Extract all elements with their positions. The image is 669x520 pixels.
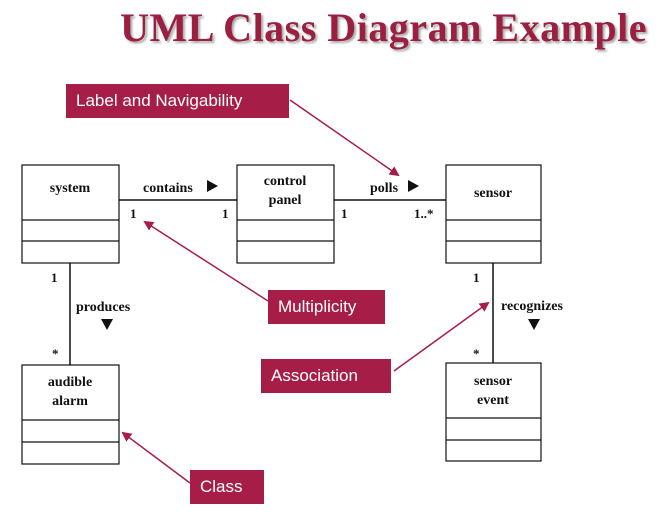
class-sensor[interactable]: sensor xyxy=(445,164,542,264)
class-name: system xyxy=(50,181,91,196)
class-sensor-event[interactable]: sensor event xyxy=(445,362,542,462)
association-recognizes[interactable]: recognizes 1 * xyxy=(473,263,563,363)
direction-arrow-icon xyxy=(408,180,419,192)
multiplicity-label: * xyxy=(52,346,59,361)
callout-multiplicity: Multiplicity xyxy=(268,290,385,324)
callout-class: Class xyxy=(190,470,264,504)
page-title: UML Class Diagram Example xyxy=(120,5,647,50)
direction-arrow-icon xyxy=(101,319,113,330)
class-audible-alarm[interactable]: audible alarm xyxy=(21,364,120,465)
association-label: contains xyxy=(143,181,193,196)
multiplicity-label: * xyxy=(473,346,480,361)
direction-arrow-icon xyxy=(207,180,218,192)
class-name-line-1: audible xyxy=(48,375,92,390)
class-name-line-2: panel xyxy=(269,193,302,208)
class-name-line-2: alarm xyxy=(52,394,88,409)
callout-association: Association xyxy=(261,359,391,393)
association-label: produces xyxy=(76,300,131,315)
association-polls[interactable]: polls 1 1..* xyxy=(334,180,446,221)
class-name-line-1: control xyxy=(264,174,307,189)
callout-arrow-association xyxy=(393,301,490,372)
callout-arrow-class xyxy=(121,431,191,484)
association-label: recognizes xyxy=(501,299,563,314)
direction-arrow-icon xyxy=(528,319,540,330)
multiplicity-label: 1 xyxy=(130,206,137,221)
association-contains[interactable]: contains 1 1 xyxy=(119,180,237,221)
callout-arrow-label-navigability xyxy=(289,99,400,177)
multiplicity-label: 1 xyxy=(51,270,58,285)
association-label: polls xyxy=(370,181,399,196)
class-name-line-2: event xyxy=(477,393,509,408)
class-system[interactable]: system xyxy=(21,164,120,264)
multiplicity-label: 1 xyxy=(222,206,229,221)
multiplicity-label: 1..* xyxy=(414,206,434,221)
class-name: sensor xyxy=(474,186,512,201)
class-name-line-1: sensor xyxy=(474,374,512,389)
multiplicity-label: 1 xyxy=(341,206,348,221)
class-control-panel[interactable]: control panel xyxy=(236,164,335,264)
callout-arrow-multiplicity xyxy=(143,220,269,302)
association-produces[interactable]: produces 1 * xyxy=(51,263,131,365)
callout-label-navigability: Label and Navigability xyxy=(66,84,289,118)
multiplicity-label: 1 xyxy=(473,270,480,285)
